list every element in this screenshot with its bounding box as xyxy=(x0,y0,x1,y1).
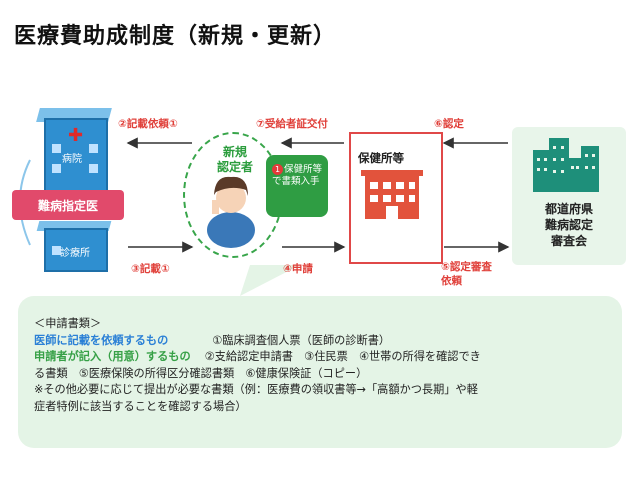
health-center-label: 保健所等 xyxy=(358,151,404,165)
documents-text: ＜申請書類＞ 医師に記載を依頼するもの ①臨床調査個人票（医師の診断書） 申請者が… xyxy=(34,316,614,415)
doctor-row: 医師に記載を依頼するもの ①臨床調査個人票（医師の診断書） xyxy=(34,333,614,350)
window xyxy=(89,164,98,173)
hospital-label: 病院 xyxy=(62,154,82,165)
note-number-badge: 1 xyxy=(272,164,283,175)
flow-label-request: ②記載依頼① xyxy=(118,118,178,130)
clinic-label: 診療所 xyxy=(60,248,90,259)
window xyxy=(52,144,61,153)
prefecture-label: 都道府県 難病認定 審査会 xyxy=(544,202,593,249)
flow-label-approve: ⑥認定 xyxy=(434,118,464,130)
documents-heading: ＜申請書類＞ xyxy=(34,317,102,330)
applicant-row: 申請者が記入（用意）するもの ②支給認定申請書 ③住民票 ④世帯の所得を確認でき xyxy=(34,349,614,366)
flow-label-review: ⑤認定審査 依頼 xyxy=(441,261,492,287)
health-center-roof xyxy=(361,170,423,176)
applicant-label: 申請者が記入（用意）するもの xyxy=(34,350,191,363)
page-title: 医療費助成制度（新規・更新） xyxy=(14,24,337,49)
window xyxy=(89,144,98,153)
flow-label-fill: ③記載① xyxy=(131,263,170,275)
window xyxy=(52,164,61,173)
designated-doctor-badge: 難病指定医 xyxy=(12,190,124,220)
note-1: ※その他必要に応じて提出が必要な書類（例：医療費の領収書等→「高額かつ長期」や軽 xyxy=(34,383,478,396)
patient-note-text: 保健所等で書類入手 xyxy=(272,164,323,188)
applicant-items-1: ②支給認定申請書 ③住民票 ④世帯の所得を確認でき xyxy=(204,350,481,363)
clinic-icon: 診療所 xyxy=(44,228,108,272)
note-2: 症者特例に該当することを確認する場合） xyxy=(34,399,247,413)
applicant-items-2: る書類 ⑤医療保険の所得区分確認書類 ⑥健康保険証（コピー） xyxy=(34,366,368,380)
doctor-label: 医師に記載を依頼するもの xyxy=(34,333,169,347)
hospital-icon: 病院 xyxy=(44,118,108,192)
documents-panel xyxy=(18,296,622,448)
window xyxy=(52,246,61,255)
docs-pointer xyxy=(240,265,300,296)
doctor-items: ①臨床調査個人票（医師の診断書） xyxy=(212,333,391,347)
flow-label-issue: ⑦受給者証交付 xyxy=(256,118,328,130)
new-patient-label: 新規 認定者 xyxy=(217,145,254,174)
cross-icon: ✚ xyxy=(68,125,84,146)
flow-label-apply: ④申請 xyxy=(283,263,313,275)
